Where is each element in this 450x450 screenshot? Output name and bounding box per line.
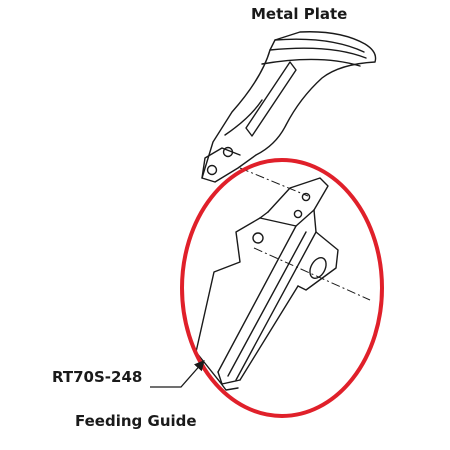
metal-plate-drawing bbox=[201, 31, 377, 183]
alignment-line-upper bbox=[239, 167, 309, 197]
feeding-guide-label: Feeding Guide bbox=[75, 412, 197, 430]
alignment-line-lower bbox=[253, 247, 371, 301]
part-leader-line bbox=[150, 360, 205, 388]
metal-plate-label: Metal Plate bbox=[251, 5, 348, 23]
highlight-ellipse bbox=[180, 158, 384, 418]
feeding-guide-drawing bbox=[195, 177, 339, 391]
part-number-label: RT70S-248 bbox=[52, 368, 143, 386]
